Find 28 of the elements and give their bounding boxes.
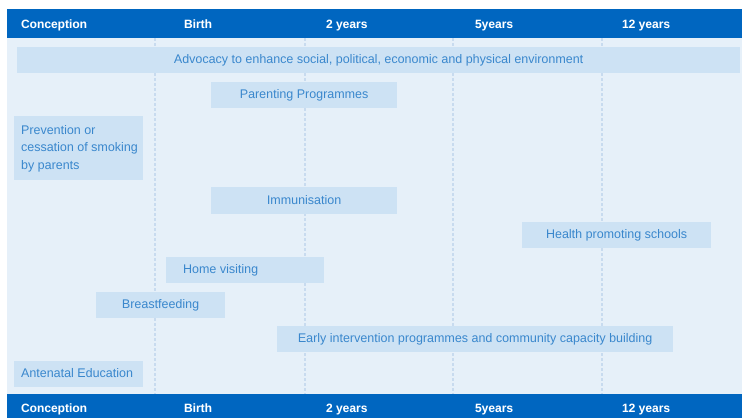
- activity-label: Advocacy to enhance social, political, economic and physical environment: [174, 51, 584, 68]
- age-label: 12 years: [622, 401, 670, 415]
- activity-bar: [96, 292, 225, 318]
- age-label: 2 years: [326, 401, 368, 415]
- age-label: Conception: [21, 401, 87, 415]
- activity-bar: [211, 82, 397, 108]
- activity-bar: [14, 361, 143, 387]
- activity-bar: [277, 326, 673, 352]
- age-label: Birth: [184, 401, 212, 415]
- activity-label: Prevention or cessation of smoking by parents: [21, 122, 139, 174]
- activity-label: Immunisation: [266, 192, 342, 209]
- age-label: 5years: [475, 401, 514, 415]
- activity-label: Parenting Programmes: [240, 86, 368, 104]
- activity-bar: [17, 47, 740, 73]
- activity-bar: [14, 116, 143, 180]
- age-label: 12 years: [622, 17, 670, 31]
- activity-bar: [522, 222, 711, 248]
- activity-label: Breastfeeding: [122, 296, 200, 314]
- activity-label: Early intervention programmes and community capacity building: [298, 330, 652, 348]
- activity-label: Health promoting schools: [546, 226, 688, 244]
- activity-bar: [166, 257, 324, 283]
- age-label: 5years: [475, 17, 514, 31]
- activity-label: Home visiting: [183, 261, 258, 278]
- activity-bar: [211, 187, 397, 214]
- age-label: 2 years: [326, 17, 368, 31]
- age-label: Birth: [184, 17, 212, 31]
- activity-label: Antenatal Education: [21, 365, 133, 382]
- age-label: Conception: [21, 17, 87, 31]
